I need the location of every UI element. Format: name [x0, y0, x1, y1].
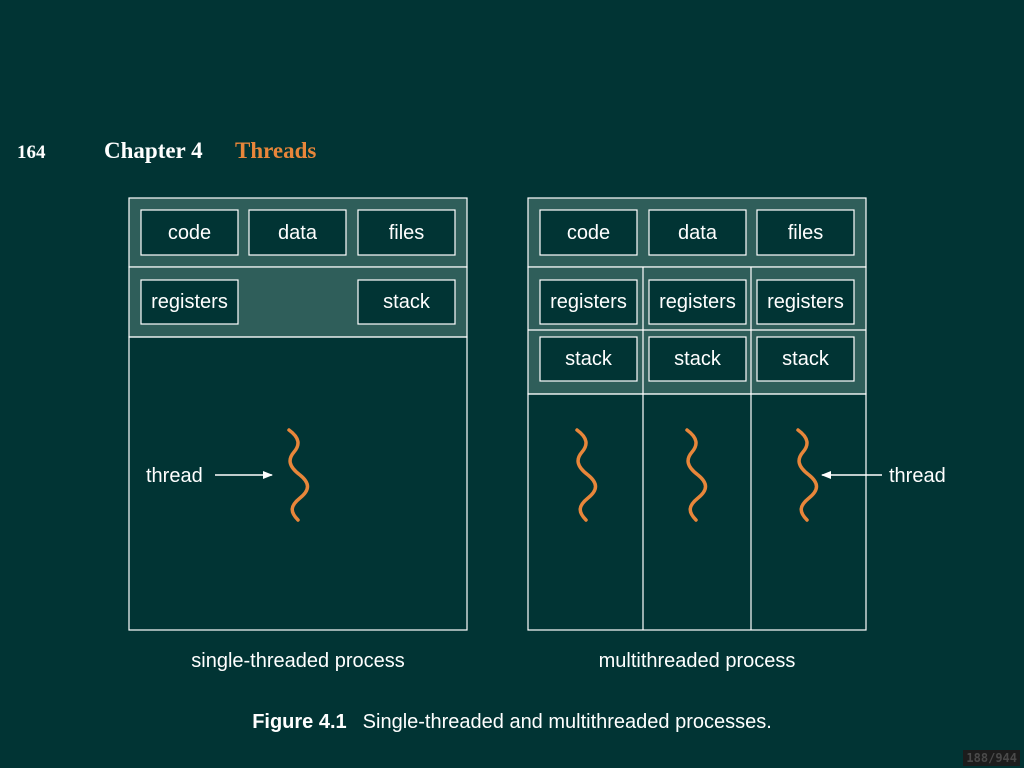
- threads-diagram: code data files registers stack thread s…: [128, 197, 946, 672]
- multi-stack-box-3: [756, 336, 855, 382]
- multi-registers-label-3: registers: [767, 291, 844, 313]
- chapter-title: Threads: [235, 138, 317, 163]
- single-registers-label: registers: [151, 291, 228, 313]
- multi-registers-label-1: registers: [550, 291, 627, 313]
- single-process-caption: single-threaded process: [191, 650, 404, 672]
- multi-registers-label-2: registers: [659, 291, 736, 313]
- multi-stack-box-2: [648, 336, 747, 382]
- multi-thread-body: [527, 393, 867, 631]
- single-data-label: data: [278, 222, 318, 244]
- figure-caption: Figure 4.1 Single-threaded and multithrea…: [0, 711, 1024, 734]
- multi-data-label: data: [678, 222, 718, 244]
- page-number: 164: [17, 142, 46, 163]
- single-thread-squiggle: [287, 428, 310, 522]
- single-thread-body: [128, 336, 468, 631]
- single-code-box: [140, 209, 239, 256]
- multi-stack-label-3: stack: [782, 348, 830, 370]
- figure-label: Figure 4.1: [252, 711, 347, 733]
- multi-thread-label: thread: [889, 465, 946, 487]
- multithreaded-process: code data files registers registers regi…: [527, 197, 946, 672]
- multi-files-label: files: [788, 222, 824, 244]
- multi-registers-box-1: [539, 279, 638, 325]
- page-counter: 188/944: [963, 750, 1020, 766]
- single-files-box: [357, 209, 456, 256]
- page-header: 164 Chapter 4 Threads: [0, 137, 1024, 167]
- multi-stack-label-2: stack: [674, 348, 722, 370]
- multi-files-box: [756, 209, 855, 256]
- single-files-label: files: [389, 222, 425, 244]
- multi-stack-box-1: [539, 336, 638, 382]
- multi-data-box: [648, 209, 747, 256]
- multi-thread-squiggle-3: [796, 428, 819, 522]
- single-code-label: code: [168, 222, 211, 244]
- multi-registers-box-2: [648, 279, 747, 325]
- single-registers-box: [140, 279, 239, 325]
- single-threaded-process: code data files registers stack thread s…: [128, 197, 468, 672]
- single-thread-label: thread: [146, 465, 203, 487]
- chapter-label: Chapter 4: [104, 138, 203, 163]
- multi-code-label: code: [567, 222, 610, 244]
- figure-caption-text: Single-threaded and multithreaded proces…: [362, 711, 772, 733]
- multi-thread-squiggle-1: [575, 428, 598, 522]
- single-data-box: [248, 209, 347, 256]
- multi-stack-label-1: stack: [565, 348, 613, 370]
- multi-process-caption: multithreaded process: [599, 650, 796, 672]
- multi-thread-squiggle-2: [685, 428, 708, 522]
- multi-registers-box-3: [756, 279, 855, 325]
- single-stack-label: stack: [383, 291, 431, 313]
- single-stack-box: [357, 279, 456, 325]
- multi-code-box: [539, 209, 638, 256]
